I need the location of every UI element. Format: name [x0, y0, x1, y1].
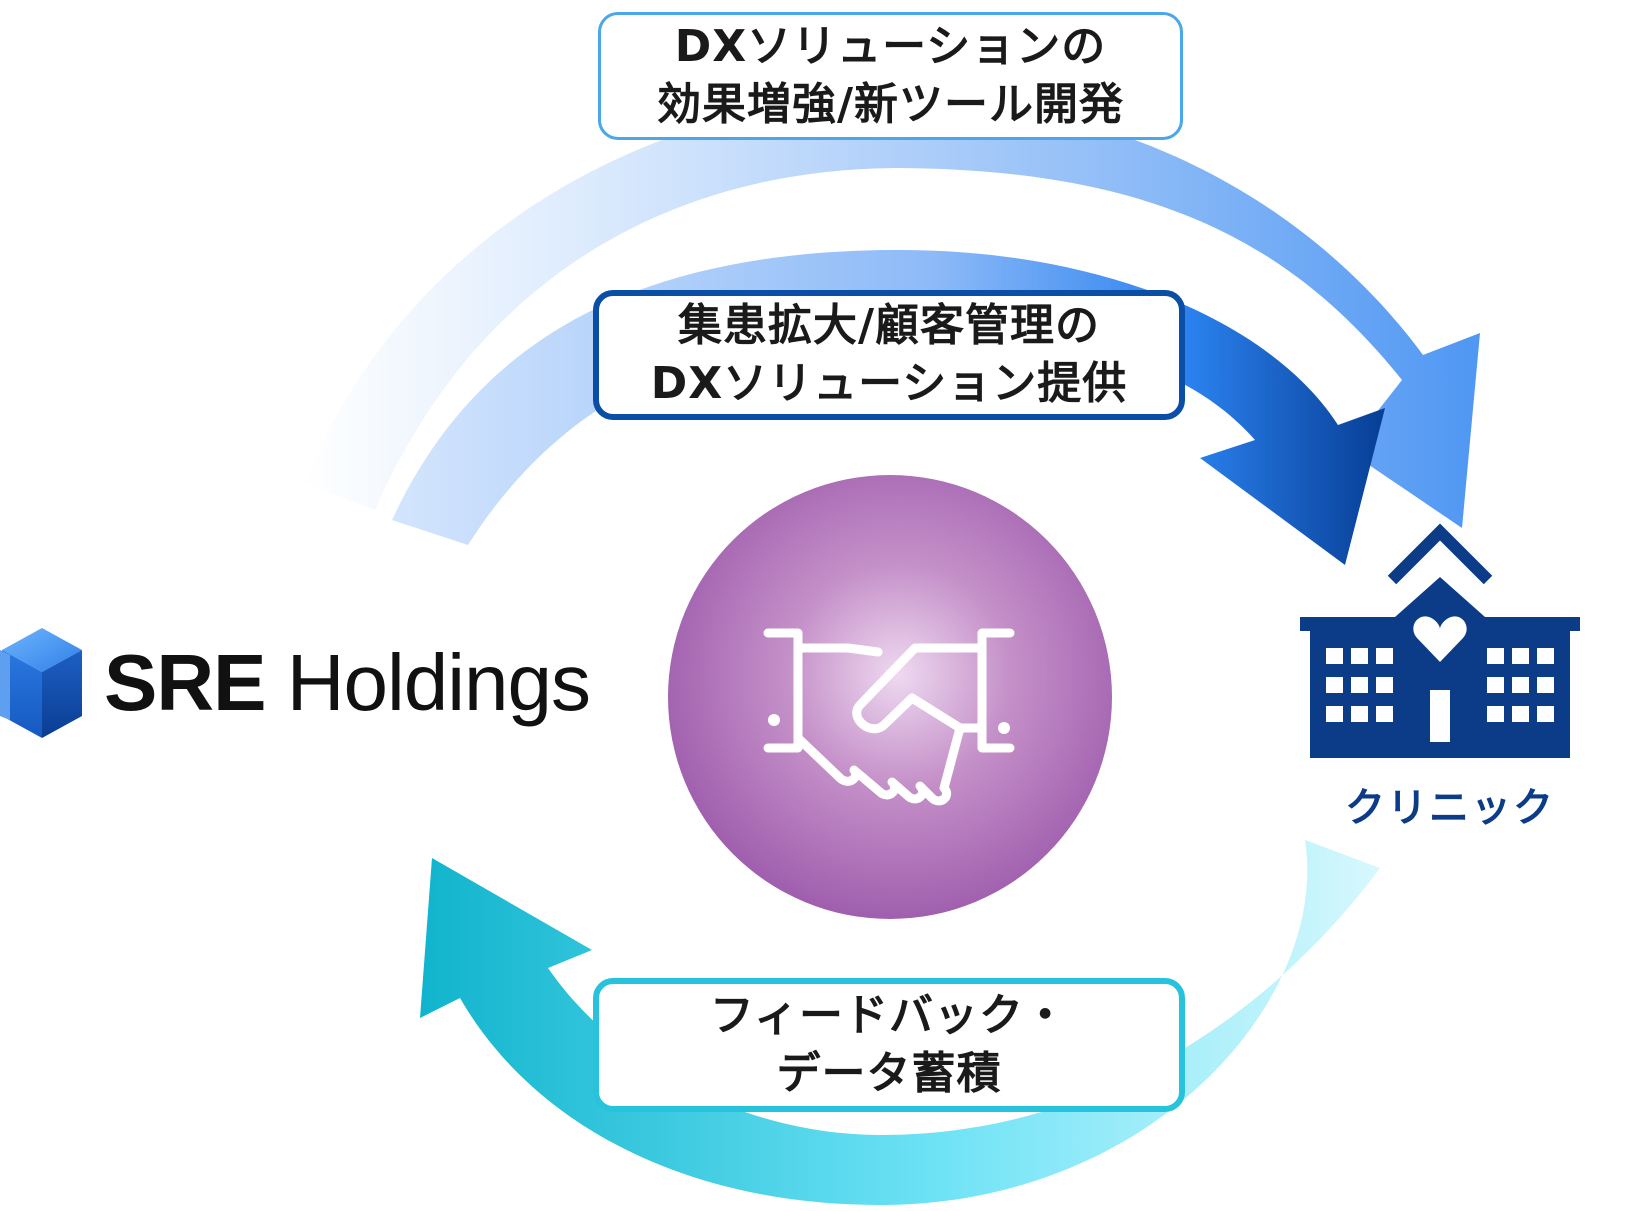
- sre-cube-logo-icon: [0, 628, 82, 738]
- label-feedback-data: フィードバック・ データ蓄積: [593, 978, 1185, 1112]
- handshake-dot-right: [998, 722, 1010, 734]
- label-provide-line2: DXソリューション提供: [650, 358, 1128, 409]
- outer-top-arrow: [305, 97, 1480, 528]
- bottom-return-arrow: [420, 840, 1380, 1205]
- clinic-label: クリニック: [1345, 785, 1555, 831]
- label-feedback-line1: フィードバック・: [709, 990, 1069, 1041]
- logo-text-regular: Holdings: [265, 638, 591, 727]
- label-feedback-line2: データ蓄積: [776, 1048, 1002, 1099]
- handshake-dot-left: [768, 714, 780, 726]
- label-provide-solution: 集患拡大/顧客管理の DXソリューション提供: [593, 290, 1185, 420]
- clinic-building-heart-icon: [1300, 523, 1580, 758]
- sre-holdings-logo: SRE Holdings: [104, 638, 591, 728]
- label-enhance-line1: DXソリューションの: [674, 21, 1107, 72]
- label-provide-line1: 集患拡大/顧客管理の: [677, 300, 1101, 351]
- handshake-icon: [763, 628, 1015, 806]
- label-enhance-line2: 効果増強/新ツール開発: [656, 79, 1125, 130]
- label-enhance-tools: DXソリューションの 効果増強/新ツール開発: [598, 12, 1183, 140]
- logo-text-bold: SRE: [104, 638, 266, 727]
- center-circle: [668, 475, 1112, 919]
